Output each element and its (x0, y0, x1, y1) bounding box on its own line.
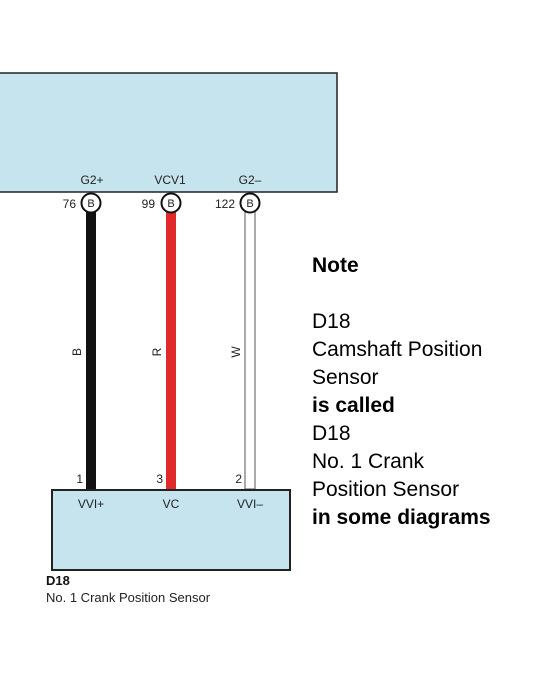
note-spacer (312, 280, 491, 308)
ecu-pin-number-122: 122 (215, 197, 235, 211)
ecu-connector-pin-122: 122 B (215, 192, 261, 214)
sensor-id: D18 (46, 573, 70, 588)
note-line: D18 (312, 422, 351, 445)
sensor-pin-name-vvi-minus: VVI– (237, 497, 263, 511)
sensor-box (51, 489, 291, 571)
connector-circle (80, 192, 102, 214)
connector-circle (239, 192, 261, 214)
wire-code-red: R (150, 347, 164, 356)
connector-code: B (167, 198, 174, 210)
wire-white (244, 211, 256, 490)
connector-code: B (246, 198, 253, 210)
ecu-pin-name-vcv1: VCV1 (154, 173, 186, 187)
note-line: Camshaft Position (312, 338, 483, 361)
note-line-emphasis: in some diagrams (312, 506, 491, 529)
note-line: Position Sensor (312, 478, 460, 501)
sensor-pin-number-2: 2 (235, 472, 242, 486)
wire-code-black: B (70, 348, 84, 356)
ecu-connector-pin-99: 99 B (142, 192, 182, 214)
wire-red (166, 212, 176, 489)
sensor-pin-number-3: 3 (156, 472, 163, 486)
connector-circle (160, 192, 182, 214)
connector-code: B (87, 198, 94, 210)
ecu-connector-pin-76: 76 B (63, 192, 102, 214)
ecu-pin-number-76: 76 (63, 197, 77, 211)
ecu-pin-name-g2-plus: G2+ (80, 173, 103, 187)
note-block: Note D18 Camshaft Position Sensor is cal… (312, 252, 491, 532)
note-title: Note (312, 254, 359, 277)
sensor-label: D18 No. 1 Crank Position Sensor (46, 573, 210, 605)
sensor-name: No. 1 Crank Position Sensor (46, 590, 211, 605)
sensor-pin-name-vc: VC (163, 497, 180, 511)
wire-black (86, 212, 96, 489)
note-line: Sensor (312, 366, 379, 389)
ecu-pin-name-g2-minus: G2– (239, 173, 262, 187)
note-line: No. 1 Crank (312, 450, 425, 473)
note-line-emphasis: is called (312, 394, 395, 417)
wire-code-white: W (229, 346, 243, 358)
sensor-pin-name-vvi-plus: VVI+ (78, 497, 104, 511)
note-line: D18 (312, 310, 351, 333)
sensor-pin-number-1: 1 (76, 472, 83, 486)
ecu-pin-number-99: 99 (142, 197, 156, 211)
ecu-box (0, 72, 338, 193)
